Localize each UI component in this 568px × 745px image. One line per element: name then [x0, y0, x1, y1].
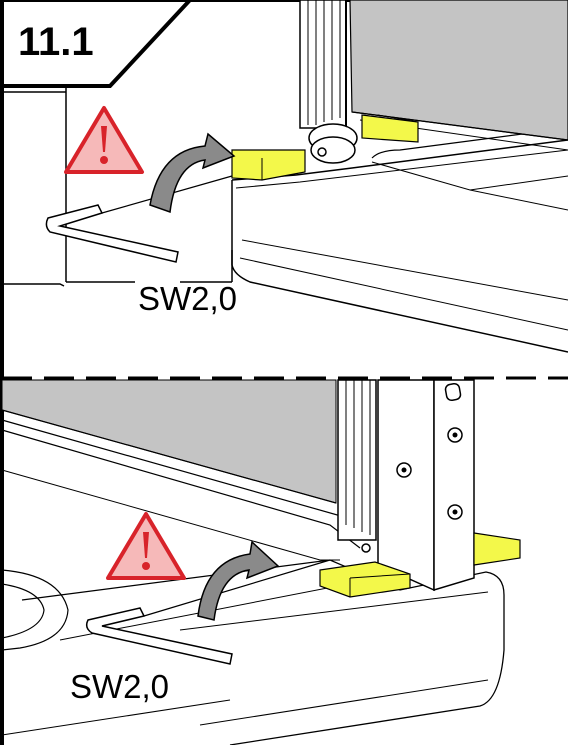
tool-size-label-top: SW2,0 [138, 280, 238, 317]
warning-triangle-icon [106, 512, 186, 580]
warning-triangle-icon [64, 106, 144, 174]
rotate-arrow-icon [197, 540, 280, 621]
spacer-block-top-left [231, 149, 306, 181]
top-panel [2, 0, 568, 353]
tool-size-label-bottom: SW2,0 [70, 668, 170, 705]
step-tab [0, 0, 193, 88]
spacer-block-bottom-right [473, 532, 521, 566]
bottom-panel [1, 379, 521, 745]
spacer-block-top-right [361, 114, 419, 143]
step-number: 11.1 [18, 20, 94, 64]
allen-key-icon [85, 559, 331, 665]
spacer-block-bottom-left [319, 561, 411, 598]
allen-key-icon [45, 175, 233, 263]
rotate-arrow-icon [149, 132, 236, 214]
